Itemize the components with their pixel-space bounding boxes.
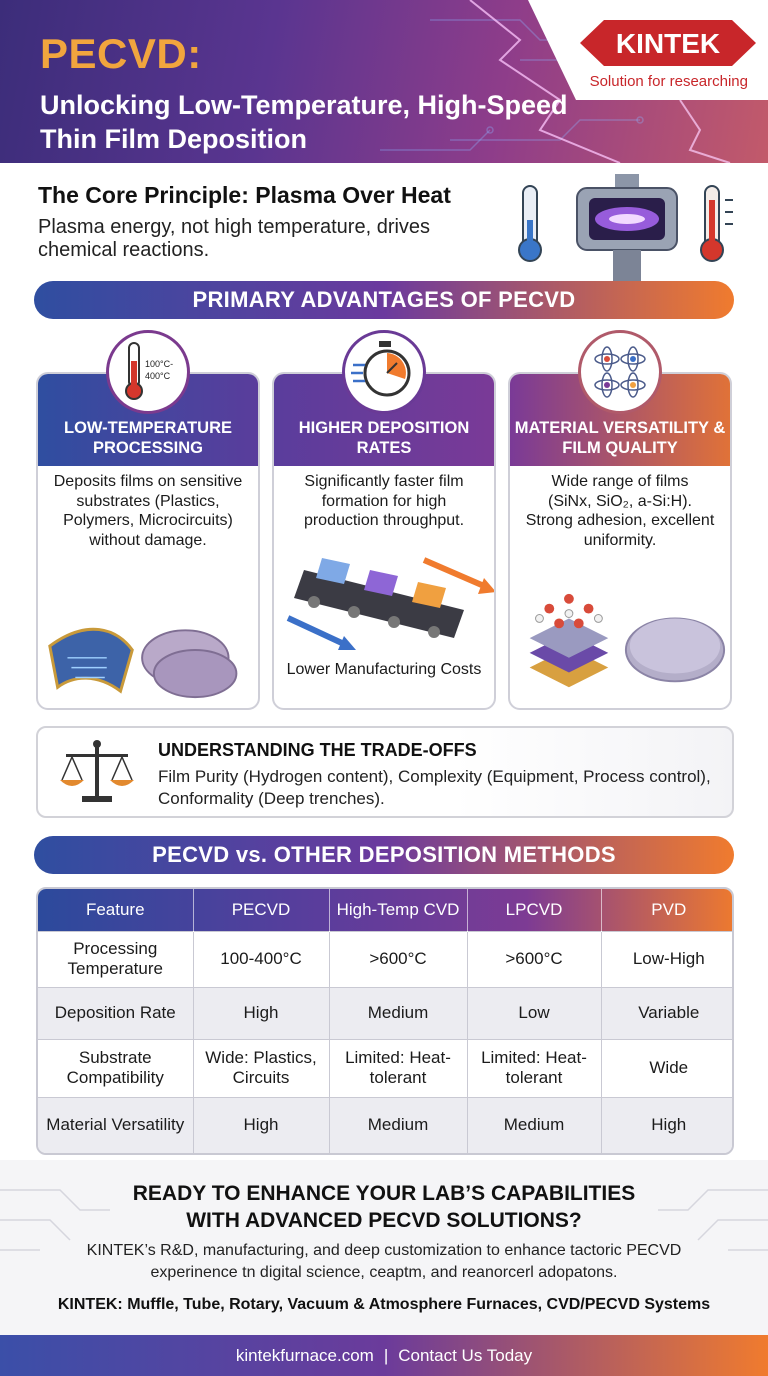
kintek-logo[interactable]: KINTEK <box>580 20 756 66</box>
wafer-icon <box>624 617 726 683</box>
advantage-card-low-temp: LOW-TEMPERATURE PROCESSING Deposits film… <box>36 372 260 710</box>
advantage-card-versatility: MATERIAL VERSATILITY & FILM QUALITY Wide… <box>508 372 732 710</box>
circuit-pattern <box>0 1189 768 1251</box>
stopwatch-icon <box>342 330 426 414</box>
table-cell: Variable <box>601 986 732 1039</box>
plasma-chamber-illustration <box>518 174 733 286</box>
crystal-lattice-icon <box>529 593 609 688</box>
table-cell: High <box>193 986 330 1039</box>
cta-section <box>0 1160 768 1335</box>
table-cell: Wide: Plastics, Circuits <box>193 1038 330 1097</box>
cold-thermometer-icon <box>518 185 542 262</box>
footer-separator: | <box>383 1345 389 1365</box>
table-cell: Low <box>467 986 602 1039</box>
thermometer-icon: 100°C- 400°C <box>106 330 190 414</box>
table-cell: Wide <box>601 1038 732 1097</box>
atoms-icon <box>578 330 662 414</box>
table-cell: Limited: Heat-tolerant <box>467 1038 602 1097</box>
card-footer: Lower Manufacturing Costs <box>286 661 482 678</box>
column-header: High-Temp CVD <box>329 889 468 931</box>
row-label: Substrate Compatibility <box>38 1038 194 1097</box>
footer-bar: kintekfurnace.com | Contact Us Today <box>0 1335 768 1376</box>
hot-thermometer-icon <box>700 185 733 262</box>
scales-icon <box>60 740 134 802</box>
row-label: Deposition Rate <box>38 986 194 1039</box>
cta-title: READY TO ENHANCE YOUR LAB’S CAPABILITIES… <box>132 1182 636 1232</box>
row-label: Processing Temperature <box>38 930 194 987</box>
row-label: Material Versatility <box>38 1096 194 1153</box>
logo-text: KINTEK <box>616 28 720 59</box>
page-title: PECVD: <box>40 30 202 77</box>
table-row: Processing Temperature 100-400°C >600°C … <box>38 930 732 987</box>
table-cell: High <box>193 1096 330 1153</box>
circuit-pattern <box>380 0 731 163</box>
tradeoffs-title: UNDERSTANDING THE TRADE-OFFS <box>158 740 477 760</box>
tradeoffs-panel: UNDERSTANDING THE TRADE-OFFS Film Purity… <box>36 726 734 818</box>
table-header-row: Feature PECVD High-Temp CVD LPCVD PVD <box>38 889 732 931</box>
table-cell: High <box>601 1096 732 1153</box>
svg-text:100°C-: 100°C- <box>145 359 173 369</box>
table-cell: Medium <box>329 986 468 1039</box>
column-header: PECVD <box>193 889 330 931</box>
table-cell: 100-400°C <box>193 930 330 987</box>
advantage-card-deposition-rate: HIGHER DEPOSITION RATES Significantly fa… <box>272 372 496 710</box>
table-cell: Low-High <box>601 930 732 987</box>
logo-tagline: Solution for researching <box>589 73 748 90</box>
lattice-wafer-illustration <box>529 593 726 688</box>
comparison-table: Feature PECVD High-Temp CVD LPCVD PVD Pr… <box>36 887 734 1155</box>
core-principle-title: The Core Principle: Plasma Over Heat <box>38 182 451 208</box>
cta-text: KINTEK’s R&D, manufacturing, and deep cu… <box>86 1242 682 1281</box>
advantages-banner: PRIMARY ADVANTAGES OF PECVD <box>34 281 734 319</box>
table-cell: >600°C <box>329 930 468 987</box>
table-cell: Medium <box>467 1096 602 1153</box>
table-row: Substrate Compatibility Wide: Plastics, … <box>38 1038 732 1097</box>
page-subtitle: Unlocking Low-Temperature, High-Speed Th… <box>40 90 568 154</box>
tradeoffs-text: Film Purity (Hydrogen content), Complexi… <box>158 767 711 808</box>
substrate-illustration <box>48 627 238 699</box>
contact-link[interactable]: Contact Us Today <box>398 1345 533 1365</box>
conveyor-illustration <box>286 557 494 650</box>
table-row: Deposition Rate High Medium Low Variable <box>38 986 732 1039</box>
svg-text:400°C: 400°C <box>145 371 171 381</box>
product-list: KINTEK: Muffle, Tube, Rotary, Vacuum & A… <box>57 1296 711 1313</box>
column-header: Feature <box>38 889 194 931</box>
core-principle-text: Plasma energy, not high temperature, dri… <box>38 216 431 261</box>
card-text: Wide range of films (SiNx, SiO₂, a-Si:H)… <box>525 473 715 549</box>
comparison-banner: PECVD vs. OTHER DEPOSITION METHODS <box>34 836 734 874</box>
table-cell: >600°C <box>467 930 602 987</box>
chamber-icon <box>576 174 678 286</box>
card-text: Significantly faster film formation for … <box>303 473 465 529</box>
table-row: Material Versatility High Medium Medium … <box>38 1096 732 1153</box>
column-header: LPCVD <box>467 889 602 931</box>
card-text: Deposits films on sensitive substrates (… <box>53 473 243 549</box>
column-header: PVD <box>651 899 687 919</box>
table-cell: Medium <box>329 1096 468 1153</box>
table-cell: Limited: Heat-tolerant <box>329 1038 468 1097</box>
website-link[interactable]: kintekfurnace.com <box>235 1345 374 1365</box>
